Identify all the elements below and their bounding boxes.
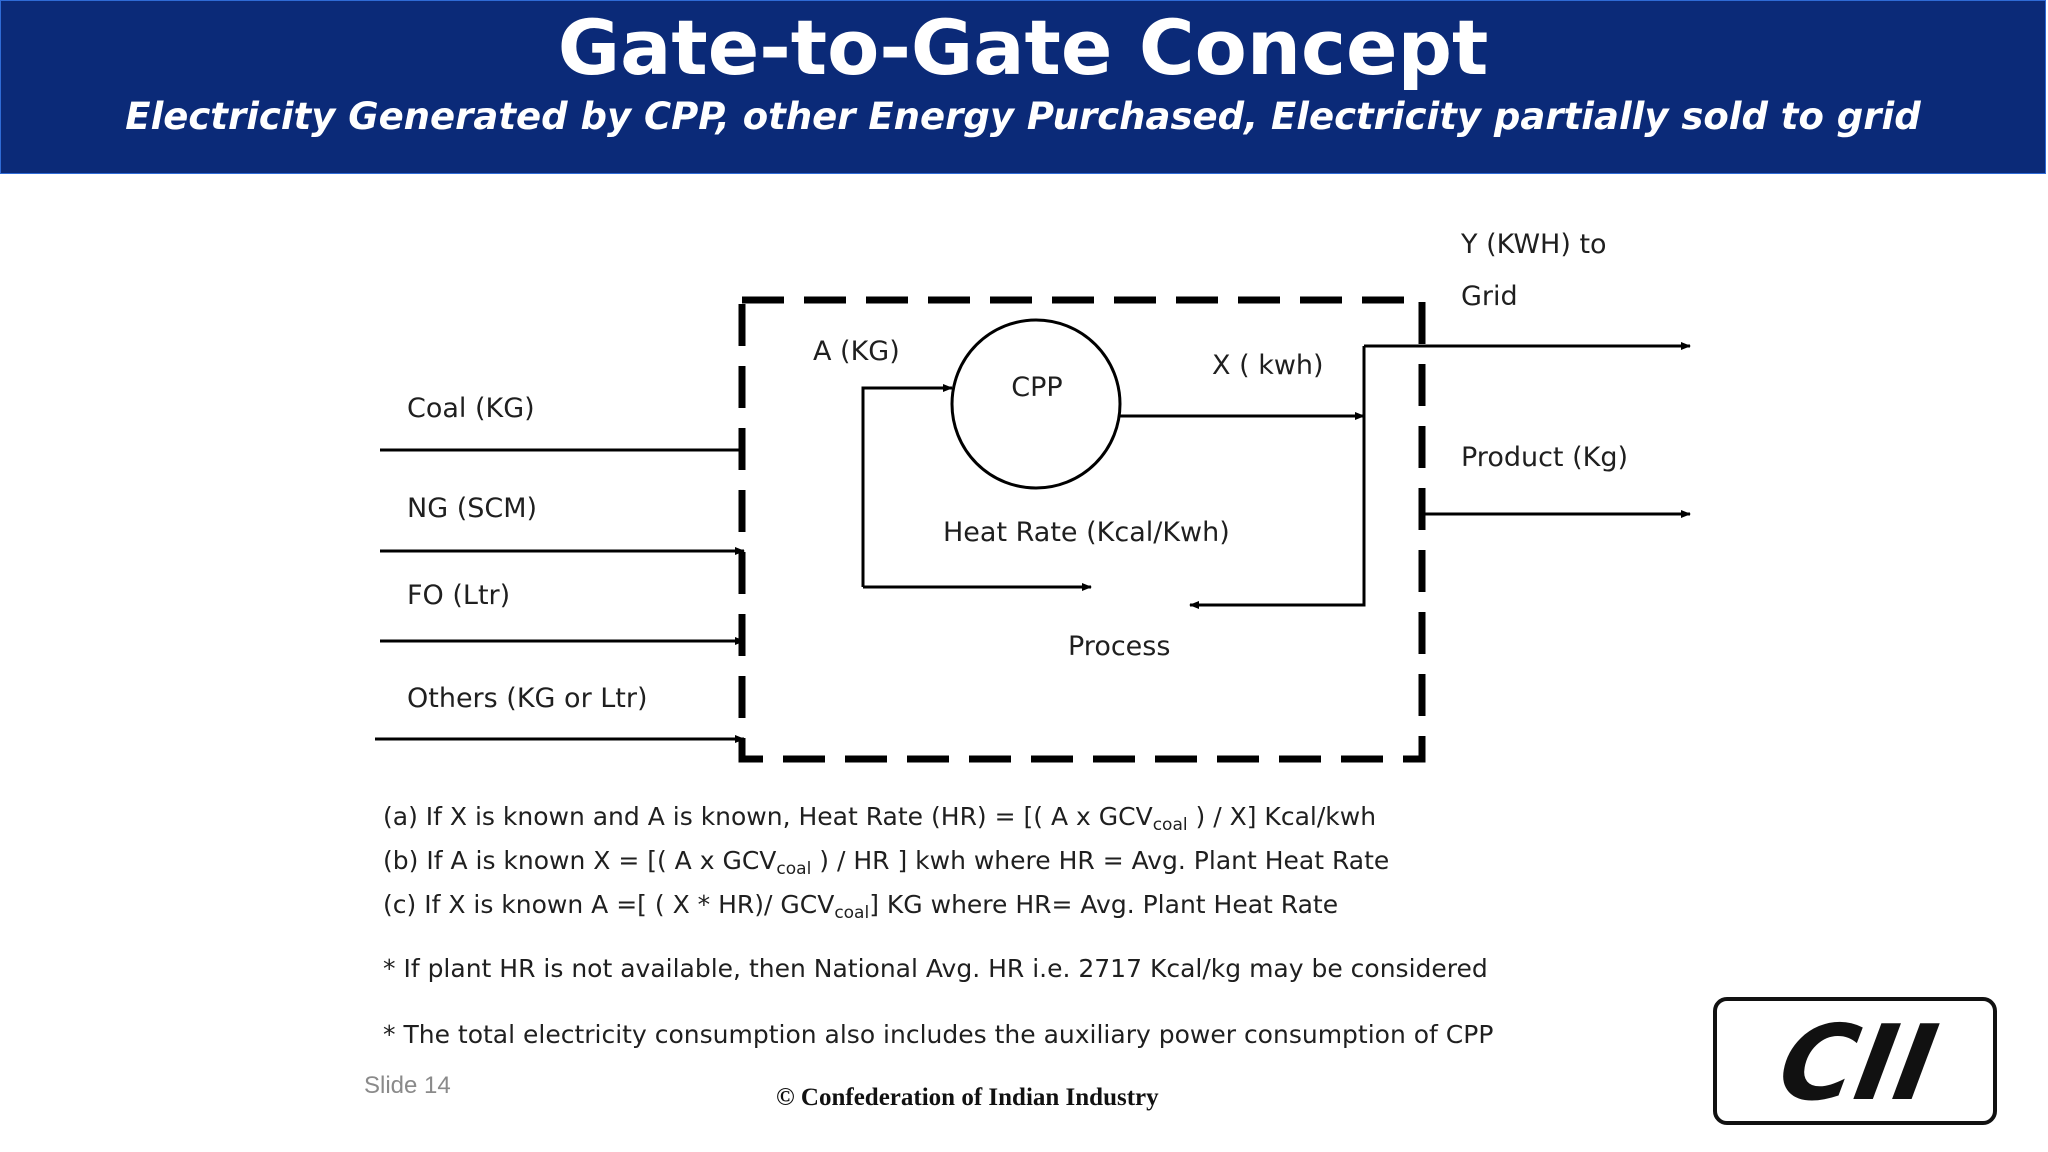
- plant-boundary: [738, 296, 1426, 763]
- others-label: Others (KG or Ltr): [407, 683, 648, 714]
- slide-title: Gate-to-Gate Concept: [557, 3, 1489, 92]
- product-label: Product (Kg): [1461, 442, 1628, 473]
- process-label: Process: [1068, 631, 1170, 662]
- formula-c: (c) If X is known A =[ ( X * HR)/ GCVcoa…: [383, 890, 1339, 923]
- x-split-line: [1193, 346, 1366, 607]
- heat-rate-label: Heat Rate (Kcal/Kwh): [943, 517, 1230, 548]
- slide-number: Slide 14: [364, 1072, 451, 1099]
- cpp-circle: [950, 318, 1122, 490]
- fo-label: FO (Ltr): [407, 580, 510, 611]
- title-banner: Gate-to-Gate Concept Electricity Generat…: [0, 0, 2046, 174]
- cii-logo: CII: [1713, 997, 1997, 1125]
- ng-label: NG (SCM): [407, 493, 537, 524]
- cpp-label: CPP: [1011, 372, 1062, 403]
- coal-label: Coal (KG): [407, 393, 535, 424]
- copyright-text: © Confederation of Indian Industry: [776, 1084, 1159, 1111]
- formula-b: (b) If A is known X = [( A x GCVcoal ) /…: [383, 846, 1390, 879]
- note-heat-rate: * If plant HR is not available, then Nat…: [383, 954, 1488, 983]
- note-auxiliary: * The total electricity consumption also…: [383, 1020, 1494, 1049]
- grid-label-line2: Grid: [1461, 281, 1518, 312]
- x-label: X ( kwh): [1212, 350, 1324, 381]
- cii-logo-icon: CII: [1770, 1003, 1945, 1121]
- formula-a: (a) If X is known and A is known, Heat R…: [383, 802, 1377, 835]
- svg-text:CII: CII: [1770, 1003, 1945, 1121]
- grid-label-line1: Y (KWH) to: [1460, 229, 1607, 260]
- a-feed-line: [861, 386, 951, 587]
- slide-subtitle: Electricity Generated by CPP, other Ener…: [125, 95, 1921, 138]
- a-label: A (KG): [813, 336, 900, 367]
